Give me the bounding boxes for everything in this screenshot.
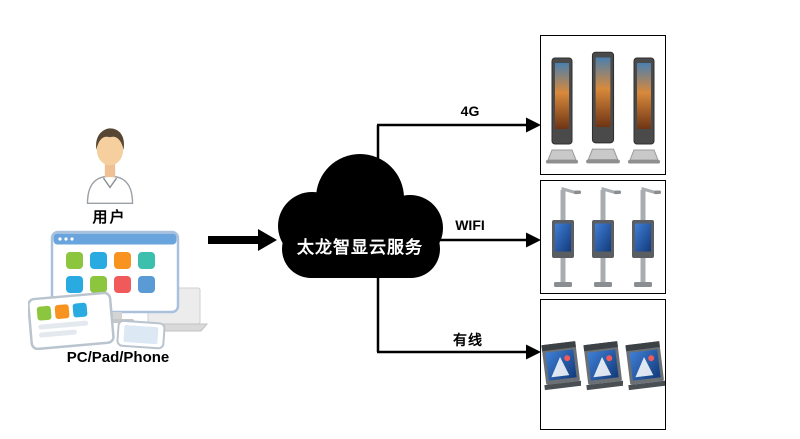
cloud-icon [278,154,443,278]
lightbox-display-icon [625,340,665,390]
pc-pad-phone-icon [27,230,209,355]
lightbox-display-icon [583,340,623,390]
link-label-4g: 4G [460,103,480,119]
cloud-service: 太龙智显云服务 [260,148,460,303]
link-label-wifi: WIFI [455,217,485,233]
user-label: 用户 [92,209,127,226]
kiosk-display-icon [586,51,620,164]
kiosk-display-icon [546,57,578,164]
lamppost-display-icon [592,187,621,287]
kiosk-display-icon [628,57,660,164]
lightbox-display-icon [541,340,581,390]
user-avatar-icon [80,124,140,209]
devices-label: PC/Pad/Phone [66,349,170,366]
device-group-lampposts [540,180,666,294]
device-group-kiosks [540,35,666,175]
cloud-service-label: 太龙智显云服务 [297,238,423,258]
lamppost-display-icon [632,187,661,287]
device-group-lightboxes [540,299,666,430]
link-label-wired: 有线 [453,332,483,348]
lamppost-display-icon [552,187,581,287]
